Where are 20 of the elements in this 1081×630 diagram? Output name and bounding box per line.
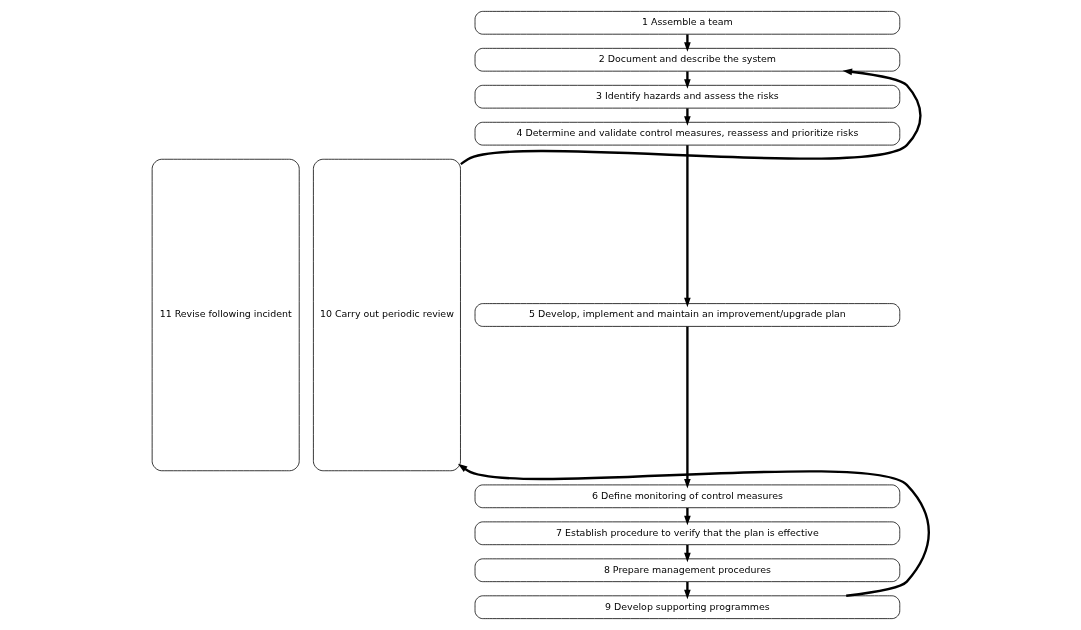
node-box: 6 Define monitoring of control measures [474,484,901,509]
node-box: 5 Develop, implement and maintain an improvement/upgrade plan [474,303,901,327]
node-box: 4 Determine and validate control measures, reassess and prioritize risks [474,121,901,146]
node-box: 3 Identify hazards and assess the risks [474,84,901,109]
node-box: 2 Document and describe the system [474,47,901,72]
arrow [684,145,691,308]
arrow [684,108,691,126]
arrow [684,581,691,600]
arrow [684,544,691,563]
arrow [684,326,691,489]
arrow [460,68,922,166]
node-box: 1 Assemble a team [474,11,901,35]
node-box: 7 Establish procedure to verify that the plan is effective [474,521,901,546]
arrow [684,507,691,526]
arrow [684,34,691,52]
node-box: 11 Revise following incident [151,158,300,472]
arrow [684,71,691,89]
node-box: 10 Carry out periodic review [313,158,461,472]
node-box: 9 Develop supporting programmes [474,595,901,619]
node-box: 8 Prepare management procedures [474,558,901,583]
